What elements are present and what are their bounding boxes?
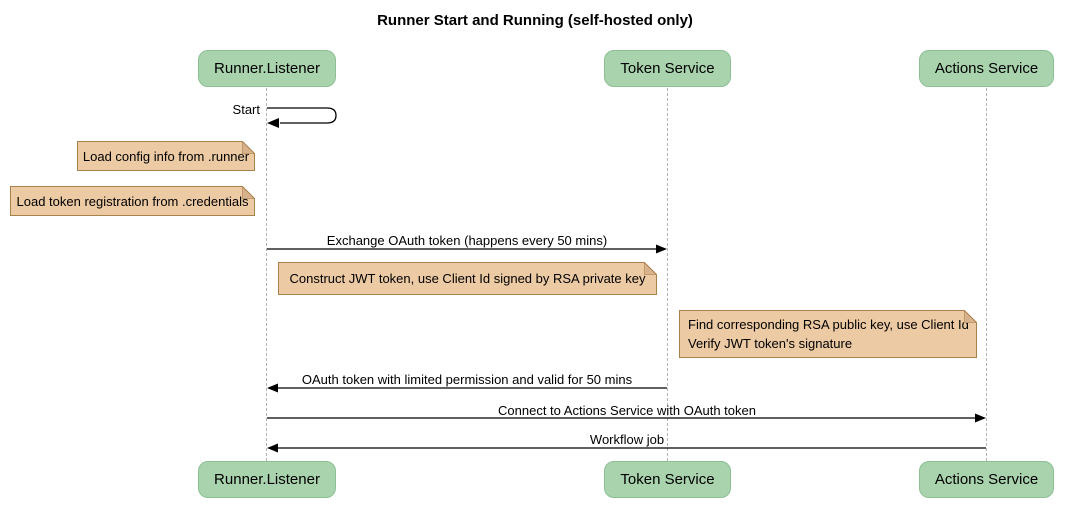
participant-box-token-service-bottom: Token Service [604, 461, 731, 498]
participant-box-actions-service-bottom: Actions Service [919, 461, 1054, 498]
participant-label: Actions Service [934, 471, 1039, 488]
note-verify-jwt: Find corresponding RSA public key, use C… [679, 310, 977, 358]
note-fold-icon [644, 262, 657, 275]
participant-box-runner-listener-bottom: Runner.Listener [198, 461, 336, 498]
message-label-workflow-job: Workflow job [589, 432, 665, 447]
participant-label: Token Service [620, 60, 715, 77]
lifeline-token-service [667, 88, 668, 461]
note-fold-icon [242, 141, 255, 154]
note-load-config: Load config info from .runner [77, 141, 255, 171]
participant-box-token-service-top: Token Service [604, 50, 731, 87]
participant-label: Runner.Listener [214, 60, 320, 77]
message-label-start: Start [232, 102, 260, 117]
diagram-title: Runner Start and Running (self-hosted on… [377, 12, 693, 29]
lifeline-runner-listener [266, 88, 267, 461]
note-fold-icon [242, 186, 255, 199]
arrowhead-left [267, 118, 279, 128]
participant-label: Runner.Listener [214, 471, 320, 488]
arrowhead-left [267, 443, 278, 453]
note-text: Verify JWT token's signature [688, 336, 853, 351]
participant-label: Token Service [620, 471, 715, 488]
note-load-token-registration: Load token registration from .credential… [10, 186, 255, 216]
participant-box-runner-listener-top: Runner.Listener [198, 50, 336, 87]
arrowhead-left [267, 383, 278, 393]
arrowhead-right [975, 413, 986, 423]
message-label-exchange-oauth: Exchange OAuth token (happens every 50 m… [326, 233, 608, 248]
note-text: Load token registration from .credential… [16, 193, 249, 209]
note-text: Load config info from .runner [82, 148, 250, 164]
self-arrow-line-start [267, 107, 337, 124]
message-label-connect-actions: Connect to Actions Service with OAuth to… [498, 403, 756, 418]
note-text: Construct JWT token, use Client Id signe… [289, 271, 646, 286]
message-label-oauth-return: OAuth token with limited permission and … [301, 372, 633, 387]
arrowhead-right [656, 244, 667, 254]
note-text: Find corresponding RSA public key, use C… [688, 317, 969, 332]
note-fold-icon [964, 310, 977, 323]
participant-label: Actions Service [934, 60, 1039, 77]
participant-box-actions-service-top: Actions Service [919, 50, 1054, 87]
note-construct-jwt: Construct JWT token, use Client Id signe… [278, 262, 657, 295]
lifeline-actions-service [986, 88, 987, 461]
